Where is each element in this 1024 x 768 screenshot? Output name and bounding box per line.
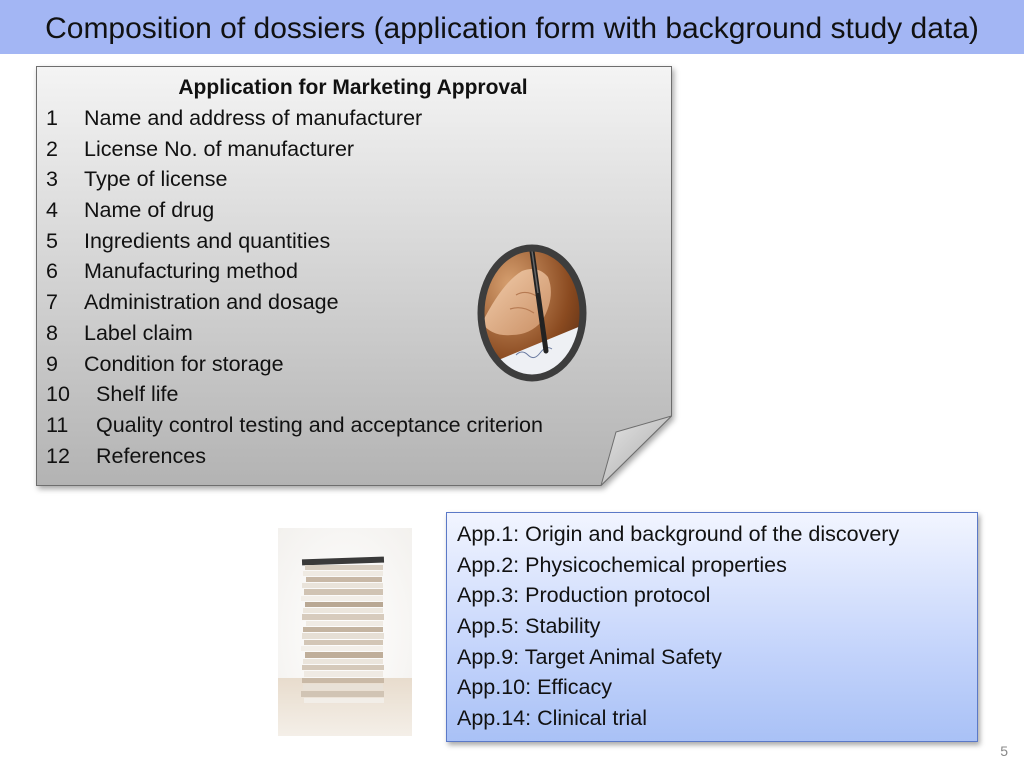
appendix-item: App.14: Clinical trial bbox=[457, 706, 648, 731]
appendix-item: App.10: Efficacy bbox=[457, 675, 612, 700]
item-number: 6 bbox=[46, 259, 58, 284]
item-number: 2 bbox=[46, 136, 58, 161]
form-item: 3 Type of license bbox=[46, 164, 543, 195]
item-number: 3 bbox=[46, 167, 58, 192]
appendix-item: App.5: Stability bbox=[457, 614, 601, 639]
hand-writing-with-pen-photo bbox=[477, 244, 587, 382]
item-text: Name of drug bbox=[84, 198, 215, 223]
appendix-box: App.1: Origin and background of the disc… bbox=[446, 512, 978, 742]
appendix-item: App.9: Target Animal Safety bbox=[457, 644, 722, 669]
item-number: 5 bbox=[46, 228, 58, 253]
form-item-list: 1 Name and address of manufacturer 2 Licen… bbox=[46, 103, 543, 471]
form-item: 11 Quality control testing and acceptance… bbox=[46, 410, 543, 441]
form-item: 5 Ingredients and quantities bbox=[46, 226, 543, 257]
item-text: Label claim bbox=[84, 320, 193, 345]
item-text: Ingredients and quantities bbox=[84, 228, 331, 253]
item-text: Administration and dosage bbox=[84, 290, 339, 315]
appendix-item: App.3: Production protocol bbox=[457, 583, 711, 608]
item-text: Manufacturing method bbox=[84, 259, 298, 284]
stack-of-documents-photo bbox=[278, 528, 412, 736]
item-number: 8 bbox=[46, 320, 58, 345]
form-heading: Application for Marketing Approval bbox=[178, 76, 528, 99]
item-text: Name and address of manufacturer bbox=[84, 106, 423, 130]
page-curl-fold bbox=[600, 415, 672, 486]
item-number: 12 bbox=[46, 443, 70, 468]
item-number: 11 bbox=[46, 412, 69, 437]
appendix-item: App.2: Physicochemical properties bbox=[457, 552, 787, 577]
form-item: 1 Name and address of manufacturer bbox=[46, 103, 543, 134]
item-text: License No. of manufacturer bbox=[84, 136, 355, 161]
form-item: 4 Name of drug bbox=[46, 195, 543, 226]
title-bar bbox=[0, 0, 1024, 54]
form-item: 9 Condition for storage bbox=[46, 349, 543, 380]
application-form-page bbox=[36, 66, 672, 486]
form-item: 12 References bbox=[46, 441, 543, 472]
item-text: Condition for storage bbox=[84, 351, 284, 376]
item-text: Type of license bbox=[84, 167, 228, 192]
slide-title: Composition of dossiers (application for… bbox=[45, 12, 979, 45]
item-number: 10 bbox=[46, 382, 70, 407]
form-item: 8 Label claim bbox=[46, 318, 543, 349]
item-number: 1 bbox=[46, 106, 58, 130]
item-text: References bbox=[96, 443, 206, 468]
appendix-list: App.1: Origin and background of the disc… bbox=[457, 519, 899, 734]
item-text: Shelf life bbox=[96, 382, 179, 407]
item-number: 4 bbox=[46, 198, 58, 223]
form-item: 6 Manufacturing method bbox=[46, 256, 543, 287]
page-number: 5 bbox=[1000, 743, 1008, 759]
form-item: 2 License No. of manufacturer bbox=[46, 134, 543, 165]
appendix-item: App.1: Origin and background of the disc… bbox=[457, 522, 900, 546]
form-item: 7 Administration and dosage bbox=[46, 287, 543, 318]
item-text: Quality control testing and acceptance c… bbox=[96, 412, 543, 437]
item-number: 7 bbox=[46, 290, 58, 315]
item-number: 9 bbox=[46, 351, 58, 376]
form-item: 10 Shelf life bbox=[46, 379, 543, 410]
